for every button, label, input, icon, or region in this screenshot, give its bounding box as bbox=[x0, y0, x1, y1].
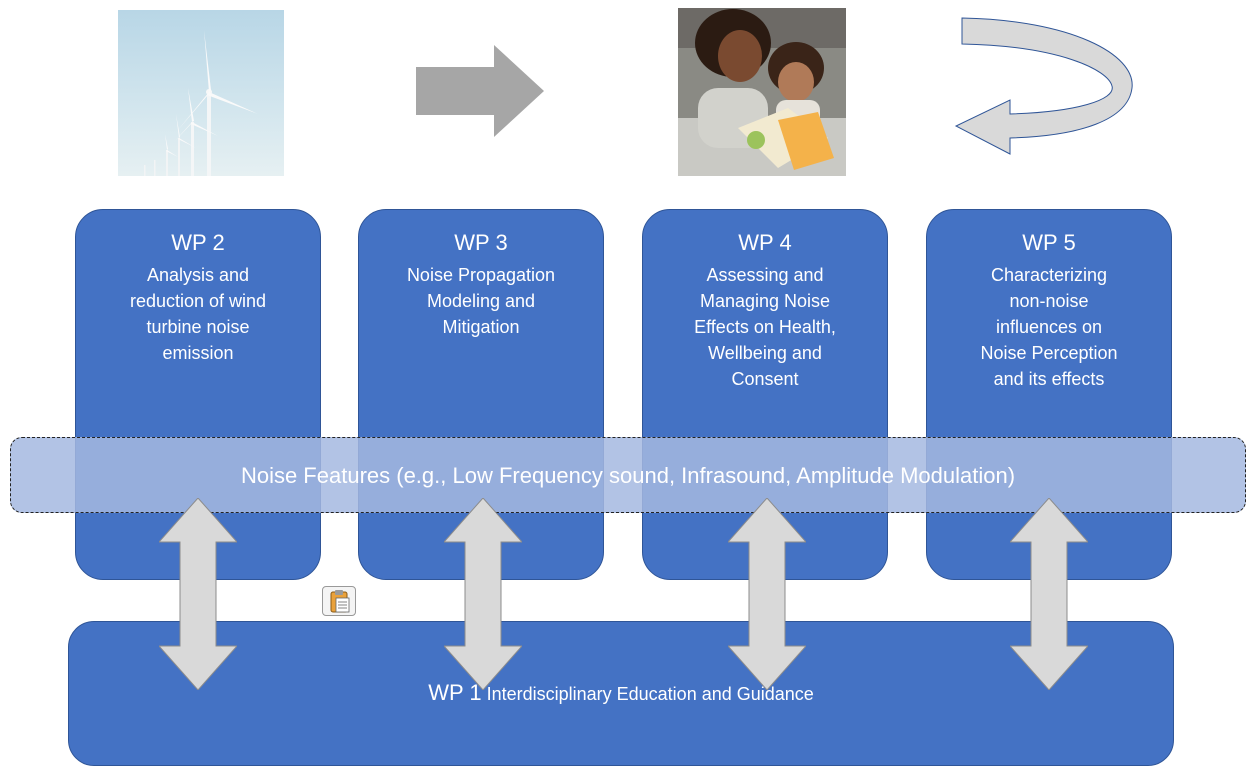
wp-description: Characterizing non-noise influences on N… bbox=[980, 265, 1118, 389]
wp-description: Analysis and reduction of wind turbine n… bbox=[129, 265, 267, 363]
wp-box-1: WP 1 Interdisciplinary Education and Gui… bbox=[68, 621, 1174, 766]
wp1-text: Interdisciplinary Education and Guidance bbox=[486, 684, 814, 704]
noise-features-band: Noise Features (e.g., Low Frequency soun… bbox=[10, 437, 1246, 513]
wp-title: WP 5 bbox=[1022, 230, 1076, 255]
wp-description: Assessing and Managing Noise Effects on … bbox=[694, 265, 836, 389]
wp-title: WP 3 bbox=[454, 230, 508, 255]
wp1-number: WP 1 bbox=[428, 680, 482, 705]
wp1-label: WP 1 Interdisciplinary Education and Gui… bbox=[69, 680, 1173, 706]
right-arrow-icon bbox=[416, 45, 544, 137]
double-vertical-arrow-icon bbox=[157, 497, 239, 691]
wp-description: Noise Propagation Modeling and Mitigatio… bbox=[406, 265, 556, 337]
double-vertical-arrow-icon bbox=[1008, 497, 1090, 691]
wp-title: WP 4 bbox=[738, 230, 792, 255]
mother-child-reading-photo bbox=[678, 8, 846, 176]
wp-box-2: WP 2 Analysis and reduction of wind turb… bbox=[75, 209, 321, 580]
paste-options-icon[interactable] bbox=[322, 586, 356, 616]
double-vertical-arrow-icon bbox=[442, 497, 524, 691]
wp-title: WP 2 bbox=[171, 230, 225, 255]
double-vertical-arrow-icon bbox=[726, 497, 808, 691]
curved-return-arrow-icon bbox=[950, 14, 1136, 166]
wind-turbines-photo bbox=[118, 10, 284, 176]
